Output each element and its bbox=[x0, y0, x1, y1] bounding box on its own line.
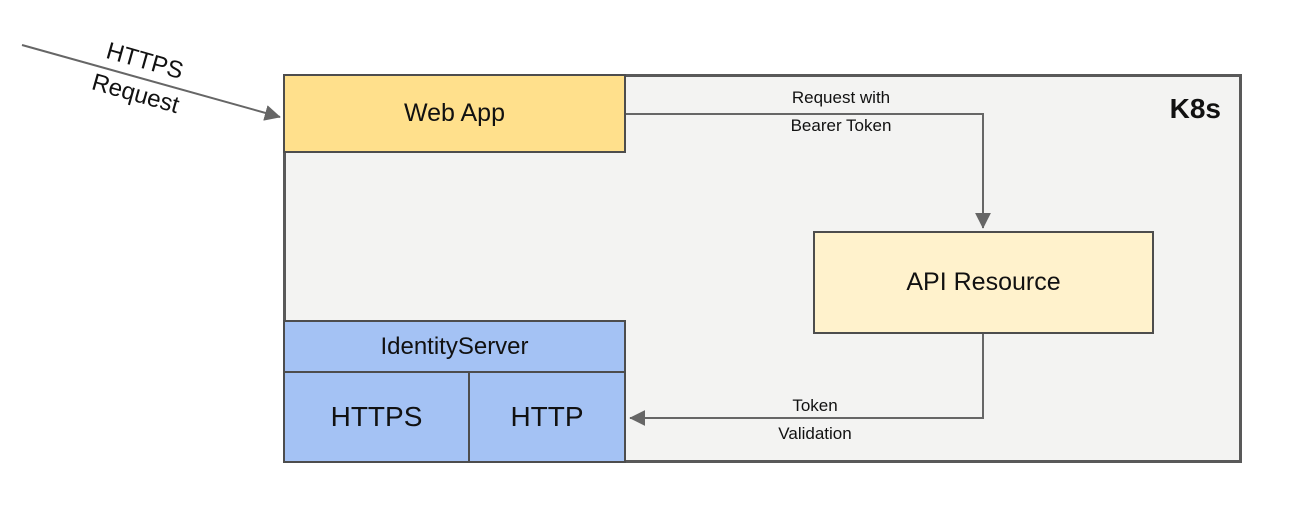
api-resource-label: API Resource bbox=[906, 268, 1061, 296]
node-identity-server: IdentityServer bbox=[283, 320, 626, 373]
https-request-label-line2: Request bbox=[88, 68, 183, 120]
k8s-cluster-label: K8s bbox=[1169, 93, 1221, 124]
node-https-endpoint: HTTPS bbox=[283, 371, 470, 463]
identity-server-label: IdentityServer bbox=[380, 332, 529, 360]
web-app-label: Web App bbox=[403, 99, 505, 127]
node-web-app: Web App bbox=[283, 74, 626, 153]
node-api-resource: API Resource bbox=[813, 231, 1154, 334]
http-endpoint-label: HTTP bbox=[510, 401, 584, 432]
https-request-arrow bbox=[21, 44, 281, 121]
https-request-label-line1: HTTPS bbox=[103, 37, 187, 85]
node-http-endpoint: HTTP bbox=[468, 371, 626, 463]
https-endpoint-label: HTTPS bbox=[330, 401, 423, 432]
https-request-label: HTTPS Request bbox=[49, 22, 231, 134]
